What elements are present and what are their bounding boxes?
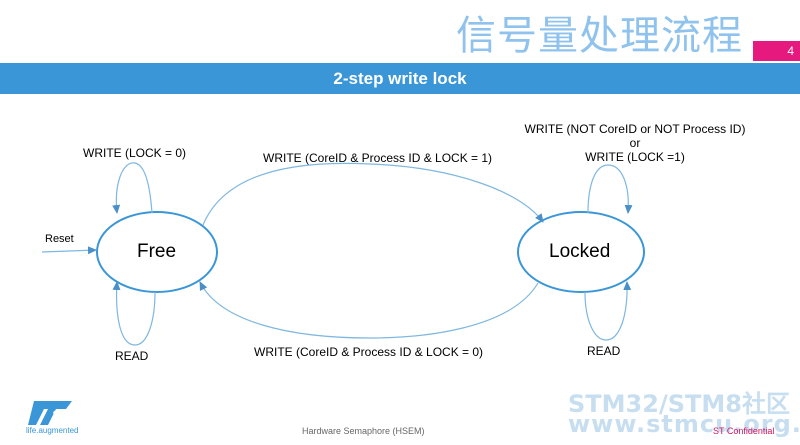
arrow-locked-to-free bbox=[199, 281, 539, 339]
watermark-line1: STM32/STM8社区 bbox=[568, 390, 790, 418]
state-free-ellipse bbox=[96, 211, 218, 293]
arrow-locked-loop-write bbox=[587, 164, 633, 214]
section-banner-title: 2-step write lock bbox=[333, 69, 467, 88]
arrow-free-loop-read bbox=[112, 281, 156, 346]
label-locked-loop-write-line1: WRITE (NOT CoreID or NOT Process ID) bbox=[524, 122, 746, 136]
page-number-badge: 4 bbox=[753, 41, 800, 61]
label-free-loop-write: WRITE (LOCK = 0) bbox=[83, 146, 187, 160]
logo-tagline: life.augmented bbox=[26, 426, 79, 435]
label-free-loop-read: READ bbox=[115, 349, 149, 363]
footer-title: Hardware Semaphore (HSEM) bbox=[302, 426, 425, 436]
confidential-label: ST Confidential bbox=[713, 426, 775, 436]
arrow-reset bbox=[41, 246, 97, 255]
label-locked-loop-write-line3: WRITE (LOCK =1) bbox=[585, 150, 685, 164]
label-locked-loop-read: READ bbox=[587, 344, 621, 358]
st-logo: ST bbox=[28, 401, 72, 425]
page-title: 信号量处理流程 bbox=[456, 13, 743, 59]
label-locked-loop-write-line2: or bbox=[629, 136, 641, 150]
state-free-label: Free bbox=[137, 241, 177, 262]
st-logo-text: ST bbox=[52, 408, 69, 422]
arrow-locked-loop-read bbox=[584, 281, 632, 341]
watermark-line2: www.stmcu.org.cn bbox=[568, 410, 800, 438]
state-locked-ellipse bbox=[517, 211, 645, 293]
arrow-free-to-locked bbox=[202, 162, 544, 226]
label-locked-to-free: WRITE (CoreID & Process ID & LOCK = 0) bbox=[254, 345, 484, 359]
state-locked-label: Locked bbox=[549, 241, 611, 262]
label-reset: Reset bbox=[45, 233, 74, 245]
arrow-free-loop-write bbox=[112, 162, 153, 214]
label-free-to-locked: WRITE (CoreID & Process ID & LOCK = 1) bbox=[263, 151, 493, 165]
section-banner bbox=[0, 63, 800, 94]
